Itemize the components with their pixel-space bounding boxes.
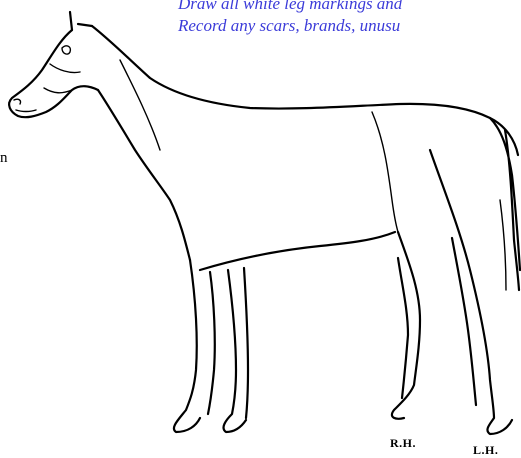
horse-chest-outline (98, 90, 190, 260)
horse-front-leg-near-inner (208, 272, 215, 414)
horse-front-leg-near (174, 260, 200, 432)
horse-hind-leg-near-inner (398, 258, 408, 398)
horse-hind-leg-near (392, 232, 420, 419)
horse-front-leg-far (224, 270, 246, 432)
horse-muzzle (14, 99, 36, 111)
horse-gaskin-line (500, 200, 506, 290)
right-hind-label: R.H. (390, 436, 416, 451)
horse-belly (200, 232, 395, 270)
horse-eye (62, 46, 70, 54)
horse-hind-leg-far (430, 150, 512, 434)
horse-stifle-line (372, 112, 398, 232)
horse-topline (92, 26, 518, 155)
left-hind-label: L.H. (473, 443, 498, 458)
horse-hind-leg-far-inner (452, 238, 476, 405)
horse-ear-outline (70, 12, 92, 30)
horse-front-leg-far-inner (244, 268, 248, 418)
horse-head-outline (9, 30, 98, 117)
